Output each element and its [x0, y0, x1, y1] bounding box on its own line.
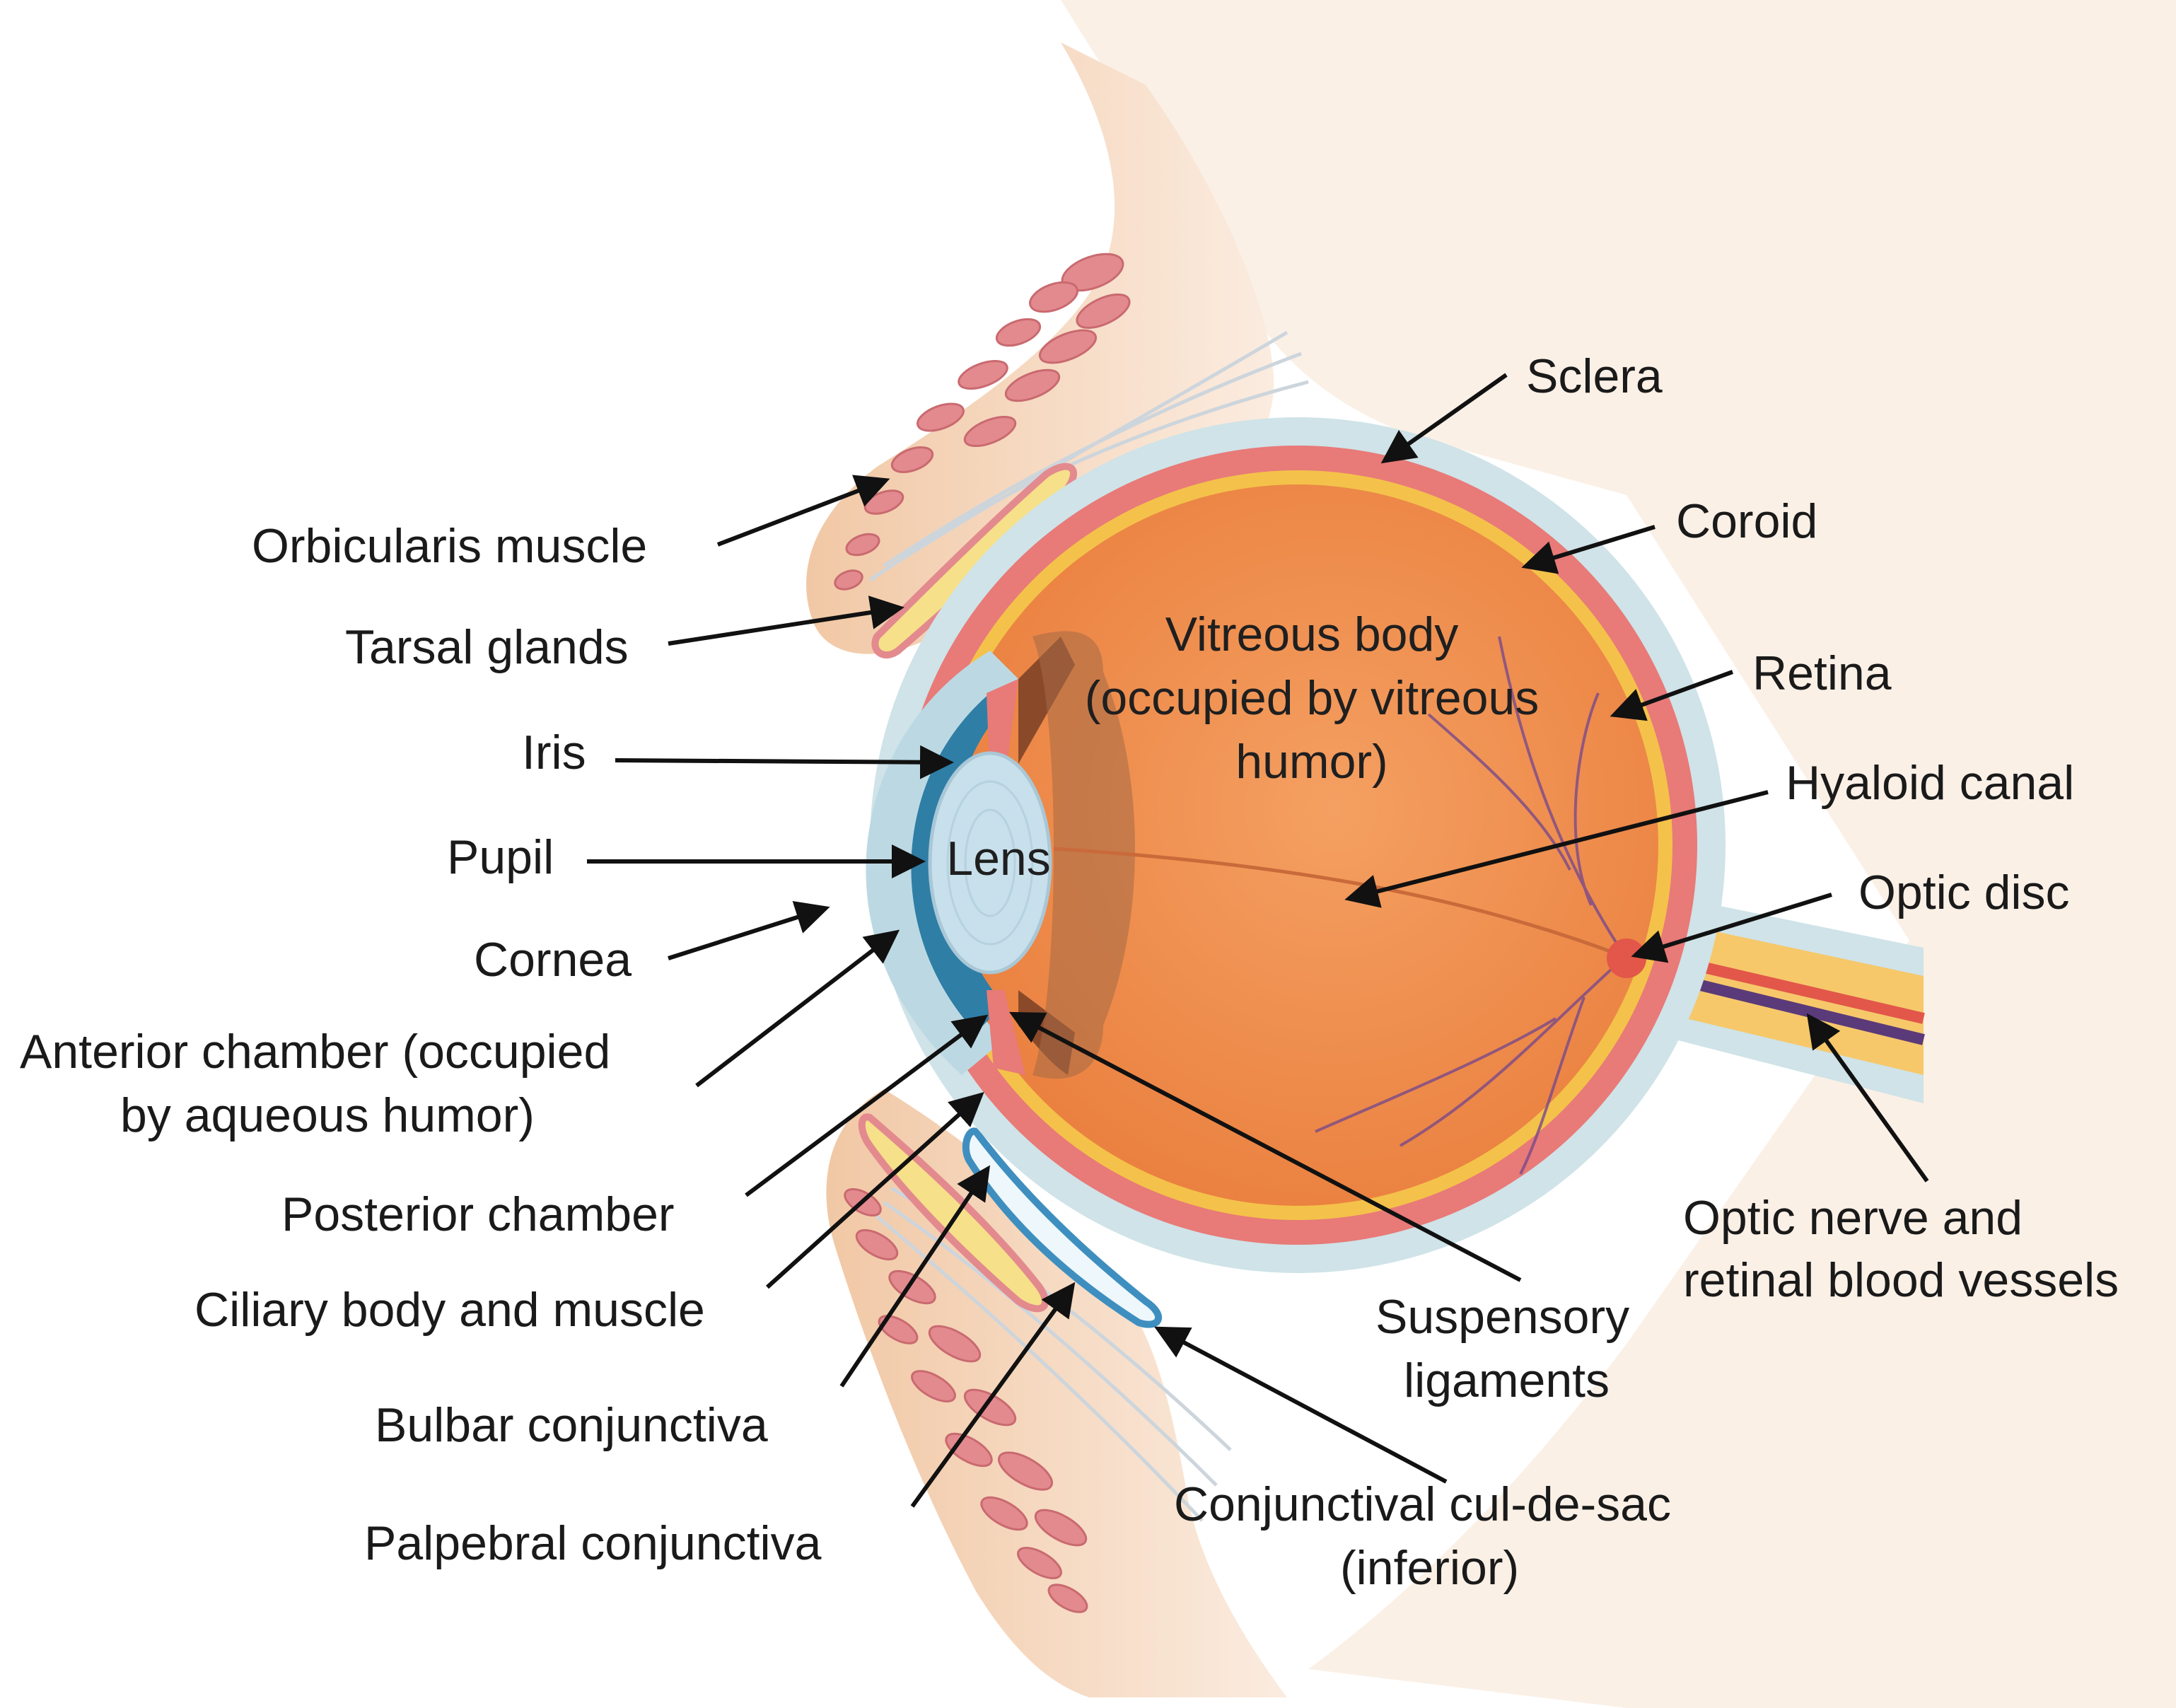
- tarsal-gland-lower: [858, 1113, 1049, 1313]
- arrow-coroid: [1521, 525, 1656, 574]
- label-optic-nerve-1: Optic nerve and: [1683, 1191, 2023, 1245]
- label-pupil: Pupil: [447, 830, 554, 884]
- label-vitreous-body-1: Vitreous body: [1165, 608, 1459, 661]
- label-lens: Lens: [946, 832, 1050, 885]
- label-sclera: Sclera: [1526, 349, 1663, 403]
- orbicularis-muscle-upper: [834, 252, 1131, 591]
- vitreous-body: [937, 484, 1658, 1206]
- arrow-bulbar-conjunctiva: [839, 1165, 991, 1388]
- cornea: [866, 651, 1018, 1075]
- orbicularis-muscle-lower: [844, 1187, 1088, 1613]
- retinal-vessels: [1315, 636, 1621, 1175]
- arrow-ciliary-body: [765, 1091, 984, 1289]
- label-cul-de-sac-2: (inferior): [1340, 1541, 1519, 1595]
- label-orbicularis-muscle: Orbicularis muscle: [252, 519, 647, 573]
- label-bulbar-conjunctiva: Bulbar conjunctiva: [375, 1398, 768, 1452]
- lens-ring: [946, 780, 1034, 946]
- arrow-hyaloid-canal: [1344, 790, 1769, 908]
- label-ciliary-body: Ciliary body and muscle: [194, 1283, 705, 1337]
- skin-profile: [1061, 0, 2176, 1708]
- arrow-palpebral-conjunctiva: [910, 1282, 1076, 1508]
- arrow-posterior-chamber: [745, 1014, 989, 1197]
- arrow-anterior-chamber: [695, 929, 900, 1088]
- label-vitreous-body-3: humor): [1235, 735, 1387, 789]
- label-suspensory-ligaments-2: ligaments: [1404, 1354, 1610, 1407]
- label-optic-disc: Optic disc: [1858, 866, 2070, 919]
- arrow-orbicularis: [716, 475, 890, 547]
- label-posterior-chamber: Posterior chamber: [281, 1187, 675, 1241]
- arrow-cul-de-sac: [1154, 1326, 1448, 1484]
- optic-disc: [1607, 939, 1646, 978]
- label-retina: Retina: [1752, 646, 1892, 700]
- arrow-suspensory-ligaments: [1009, 1011, 1522, 1282]
- label-anterior-chamber-2: by aqueous humor): [120, 1088, 535, 1142]
- label-anterior-chamber-1: Anterior chamber (occupied: [20, 1025, 610, 1079]
- arrow-cornea: [668, 900, 830, 960]
- label-hyaloid-canal: Hyaloid canal: [1786, 756, 2074, 810]
- conjunctiva-lower: [962, 1127, 1163, 1328]
- labels: Sclera Coroid Retina Hyaloid canal Optic…: [20, 349, 2119, 1595]
- arrow-iris: [615, 745, 954, 779]
- label-suspensory-ligaments-1: Suspensory: [1375, 1290, 1629, 1344]
- arrow-optic-nerve: [1806, 1013, 1929, 1183]
- label-cornea: Cornea: [474, 933, 632, 987]
- label-vitreous-body-2: (occupied by vitreous: [1085, 671, 1540, 725]
- arrow-tarsal-glands: [668, 596, 904, 646]
- label-coroid: Coroid: [1676, 494, 1817, 548]
- label-tarsal-glands: Tarsal glands: [345, 620, 629, 674]
- iris-lower: [987, 990, 1025, 1075]
- lens-ring-inner: [964, 808, 1016, 917]
- arrow-optic-disc: [1631, 893, 1832, 963]
- arrows: [587, 373, 1929, 1508]
- arrow-sclera: [1380, 373, 1508, 464]
- posterior-segment-shade: [1032, 631, 1135, 1079]
- label-cul-de-sac-1: Conjunctival cul-de-sac: [1174, 1477, 1671, 1531]
- lens: [928, 751, 1052, 975]
- label-optic-nerve-2: retinal blood vessels: [1683, 1253, 2119, 1307]
- label-iris: Iris: [522, 726, 586, 779]
- arrow-retina: [1610, 670, 1734, 721]
- label-palpebral-conjunctiva: Palpebral conjunctiva: [364, 1516, 822, 1570]
